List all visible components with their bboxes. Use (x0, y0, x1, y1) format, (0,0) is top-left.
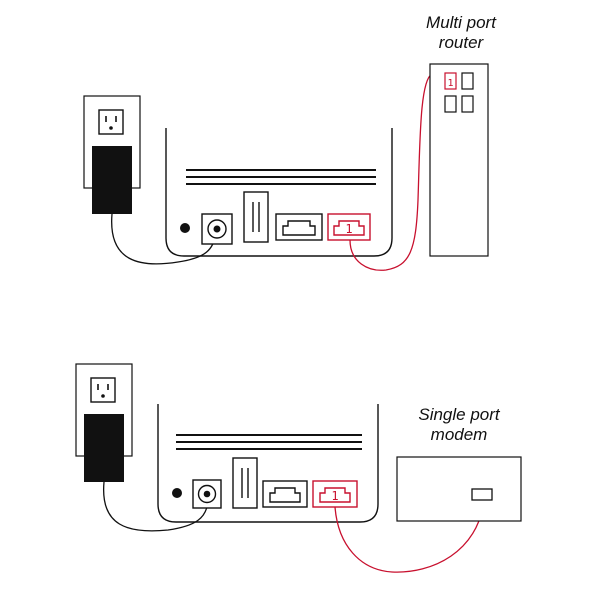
device-body-top (165, 128, 393, 257)
ethernet-cable-bottom (334, 499, 485, 573)
port-number-label-top: 1 (345, 222, 352, 236)
single-port-modem (396, 456, 522, 522)
ethernet-port-1-bottom: 1 (312, 480, 358, 508)
router-port (461, 72, 474, 90)
power-adapter-bottom (84, 414, 124, 482)
multi-port-router: 1 (429, 63, 489, 257)
ethernet-port-bottom (262, 480, 308, 508)
vent-lines-bottom (176, 434, 362, 450)
ethernet-port-top (275, 213, 323, 241)
router-port (444, 95, 457, 113)
router-port-number-label: 1 (447, 78, 453, 89)
router-port-1: 1 (444, 72, 457, 90)
device-body-bottom (157, 404, 379, 523)
modem-label-line1: Single port (418, 405, 501, 424)
reset-button-top (180, 223, 190, 233)
port-number-label-bottom: 1 (331, 489, 338, 503)
router-label-line2: router (439, 33, 485, 52)
ethernet-port-1-top: 1 (327, 213, 371, 241)
modem-port (471, 488, 493, 501)
power-cable-bottom (103, 481, 209, 532)
router-port (461, 95, 474, 113)
usb-port-top (243, 191, 269, 243)
power-adapter-top (92, 146, 132, 214)
power-port-top (201, 213, 233, 245)
bottom-panel: 1 Single port modem (75, 363, 522, 573)
power-cable-top (111, 213, 217, 265)
router-label-line1: Multi port (426, 13, 497, 32)
reset-button-bottom (172, 488, 182, 498)
power-port-bottom (192, 479, 222, 509)
usb-port-bottom (232, 457, 258, 509)
vent-lines-top (186, 169, 376, 185)
top-panel: 1 1 Multi port router (83, 13, 497, 271)
modem-label-line2: modem (431, 425, 488, 444)
